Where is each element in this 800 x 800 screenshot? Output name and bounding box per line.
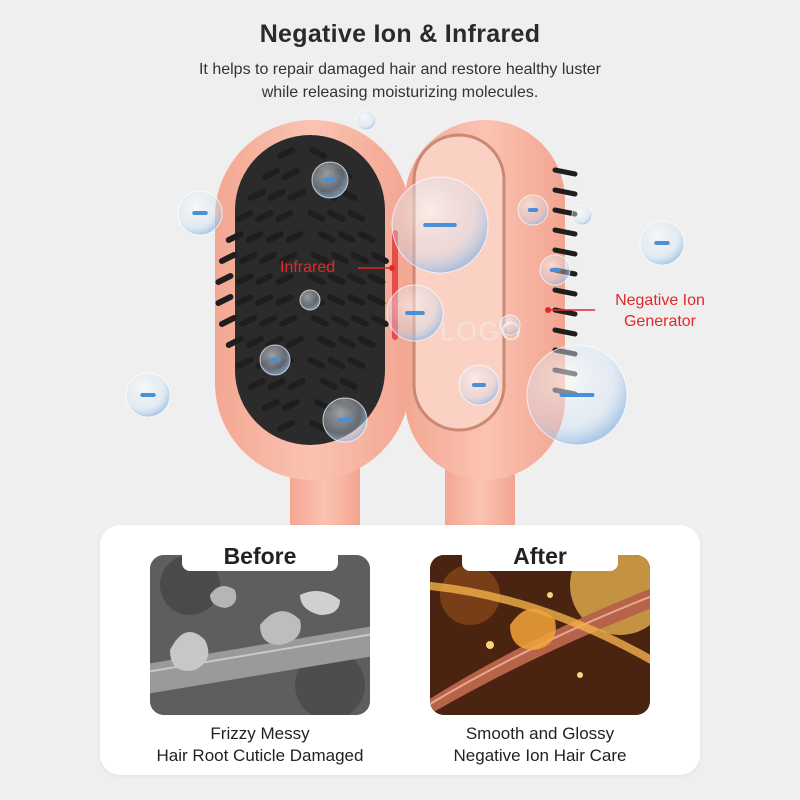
subtitle-line-1: It helps to repair damaged hair and rest…: [198, 61, 601, 78]
ion-bubble: [458, 364, 500, 406]
ion-bubbles: [125, 109, 685, 446]
ion-bubble: [322, 397, 368, 443]
ion-bubble: [639, 220, 685, 266]
before-caption-line-2: Hair Root Cuticle Damaged: [156, 746, 364, 765]
bristles: [215, 147, 389, 432]
ion-bubble: [259, 344, 291, 376]
ion-bubble: [386, 284, 444, 342]
comparison-card: Before After Frizzy Messy Hair Root Cuti…: [100, 525, 700, 775]
after-caption: Smooth and Glossy Negative Ion Hair Care: [400, 723, 680, 767]
ion-bubble: [125, 372, 171, 418]
ion-bubble: [517, 194, 549, 226]
ion-bubble: [311, 161, 349, 199]
before-caption: Frizzy Messy Hair Root Cuticle Damaged: [120, 723, 400, 767]
negative-ion-label-line-2: Generator: [623, 313, 697, 330]
after-caption-line-2: Negative Ion Hair Care: [453, 746, 627, 765]
ion-bubble: [355, 109, 377, 131]
ion-bubble: [539, 254, 571, 286]
negative-ion-label: Negative Ion Generator: [595, 290, 725, 332]
page-subtitle: It helps to repair damaged hair and rest…: [0, 58, 800, 104]
page-title: Negative Ion & Infrared: [259, 20, 541, 48]
before-image: [150, 555, 370, 715]
ion-bubble: [526, 344, 628, 446]
ion-bubble: [177, 190, 223, 236]
ion-bubble: [499, 314, 521, 336]
infrared-label: Infrared: [280, 259, 336, 276]
before-caption-line-1: Frizzy Messy: [210, 724, 310, 743]
ion-bubble: [391, 176, 489, 274]
after-image: [430, 555, 650, 715]
ion-bubble: [571, 204, 593, 226]
ion-bubble: [299, 289, 321, 311]
after-caption-line-1: Smooth and Glossy: [465, 724, 615, 743]
negative-ion-label-line-1: Negative Ion: [615, 292, 705, 309]
subtitle-line-2: while releasing moisturizing molecules.: [261, 84, 539, 101]
before-label: Before: [182, 541, 338, 571]
after-label: After: [462, 541, 618, 571]
